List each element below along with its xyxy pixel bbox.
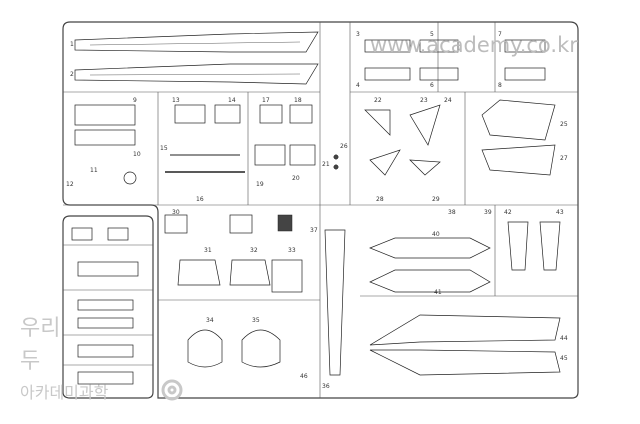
wing-root-parts xyxy=(369,314,561,376)
canopy-parts xyxy=(187,329,281,368)
part-number: 41 xyxy=(434,289,442,296)
watermark: www.academy.co.kr 우리 두 아카데미과학 xyxy=(20,33,578,402)
part-number: 21 xyxy=(322,161,330,168)
part-number: 23 xyxy=(420,97,428,104)
part-number: 35 xyxy=(252,317,260,324)
part-number: 37 xyxy=(310,227,318,234)
part-number: 33 xyxy=(288,247,296,254)
watermark-korean-1: 우리 xyxy=(20,316,60,341)
intake-parts xyxy=(481,99,556,176)
watermark-korean-3: 아카데미과학 xyxy=(20,383,109,402)
part-number: 24 xyxy=(444,97,452,104)
part-number: 43 xyxy=(556,209,564,216)
part-number: 12 xyxy=(66,181,74,188)
part-number: 17 xyxy=(262,97,270,104)
watermark-url: www.academy.co.kr xyxy=(370,33,578,57)
part-number: 5 xyxy=(430,31,434,38)
part-number: 7 xyxy=(498,31,502,38)
part-number: 2 xyxy=(70,71,74,78)
part-number: 26 xyxy=(340,143,348,150)
part-number: 10 xyxy=(133,151,141,158)
part-number: 1 xyxy=(70,41,74,48)
part-number: 9 xyxy=(133,97,137,104)
part-number: 30 xyxy=(172,209,180,216)
part-number: 31 xyxy=(204,247,212,254)
part-number: 39 xyxy=(484,209,492,216)
part-number: 40 xyxy=(432,231,440,238)
cockpit-parts xyxy=(164,214,303,293)
part-number: 34 xyxy=(206,317,214,324)
left-sprue-frame xyxy=(62,215,154,399)
part-number: 20 xyxy=(292,175,300,182)
gear-icon xyxy=(161,379,183,401)
pylon-parts xyxy=(507,221,561,271)
part-number: 42 xyxy=(504,209,512,216)
part-number: 3 xyxy=(356,31,360,38)
panel-parts-left xyxy=(74,104,316,185)
part-number: 16 xyxy=(196,196,204,203)
part-number: 32 xyxy=(250,247,258,254)
fuel-tank-parts xyxy=(369,237,491,293)
part-number: 46 xyxy=(300,373,308,380)
part-number: 14 xyxy=(228,97,236,104)
part-number: 44 xyxy=(560,335,568,342)
part-number: 45 xyxy=(560,355,568,362)
part-number: 29 xyxy=(432,196,440,203)
part-number: 18 xyxy=(294,97,302,104)
part-number: 36 xyxy=(322,383,330,390)
part-number: 22 xyxy=(374,97,382,104)
main-sprue-frame xyxy=(62,21,579,399)
spine-part xyxy=(324,229,346,376)
part-number: 25 xyxy=(560,121,568,128)
part-number: 19 xyxy=(256,181,264,188)
center-wedge-parts xyxy=(333,104,441,176)
part-number: 38 xyxy=(448,209,456,216)
part-number: 28 xyxy=(376,196,384,203)
part-number: 15 xyxy=(160,145,168,152)
part-number: 8 xyxy=(498,82,502,89)
part-number: 27 xyxy=(560,155,568,162)
part-number: 11 xyxy=(90,167,98,174)
part-number: 13 xyxy=(172,97,180,104)
left-frame-parts xyxy=(71,227,139,385)
long-strake-parts xyxy=(74,31,319,85)
runners xyxy=(63,22,578,398)
part-number-labels: 1 2 3 4 5 6 7 8 9 10 11 12 13 14 15 16 1… xyxy=(66,31,568,390)
part-number: 6 xyxy=(430,82,434,89)
watermark-korean-2: 두 xyxy=(20,349,40,374)
small-parts-upper-right xyxy=(364,39,546,81)
part-number: 4 xyxy=(356,82,360,89)
